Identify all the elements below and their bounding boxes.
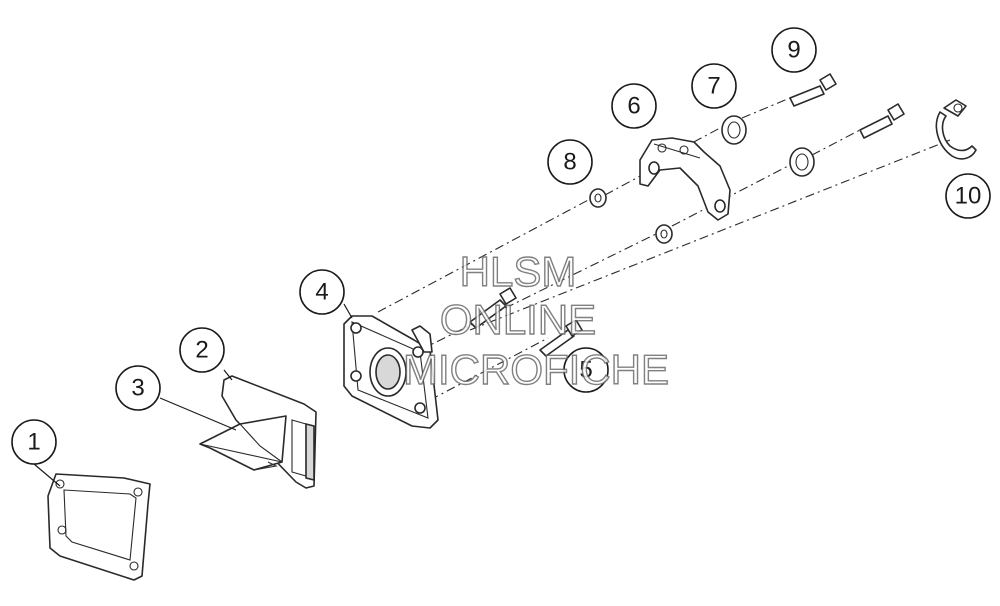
svg-text:9: 9 <box>787 37 800 64</box>
callout-7: 7 <box>691 63 737 109</box>
svg-text:7: 7 <box>707 73 720 100</box>
callout-4: 4 <box>299 269 345 315</box>
svg-text:4: 4 <box>315 279 328 306</box>
part-bracket-bolts <box>789 73 905 139</box>
watermark: HLSM ONLINE MICROFICHE <box>402 247 669 393</box>
svg-text:ONLINE: ONLINE <box>440 296 596 343</box>
part-spacers <box>589 188 673 244</box>
part-intake-flange <box>343 315 439 429</box>
part-bolts <box>469 287 583 357</box>
part-grommets <box>721 115 815 177</box>
callout-3: 3 <box>115 365 161 411</box>
callout-1: 1 <box>11 419 57 465</box>
svg-text:MICROFICHE: MICROFICHE <box>403 346 669 393</box>
svg-text:10: 10 <box>955 183 982 210</box>
svg-text:6: 6 <box>627 93 640 120</box>
part-reed-valve <box>199 375 317 489</box>
callout-2: 2 <box>179 327 225 373</box>
callout-9: 9 <box>771 27 817 73</box>
svg-text:3: 3 <box>131 375 144 402</box>
svg-text:5: 5 <box>579 357 592 384</box>
part-bracket <box>639 137 731 221</box>
part-hose-clamp <box>935 99 977 160</box>
part-gasket <box>47 473 151 581</box>
callout-10: 10 <box>945 173 991 219</box>
leader-lines <box>33 303 353 487</box>
callout-5: 5 <box>563 347 609 393</box>
callout-6: 6 <box>611 83 657 129</box>
svg-text:HLSM: HLSM <box>460 248 577 295</box>
callout-8: 8 <box>547 139 593 185</box>
svg-text:8: 8 <box>563 149 576 176</box>
svg-text:2: 2 <box>195 337 208 364</box>
svg-text:1: 1 <box>27 429 40 456</box>
